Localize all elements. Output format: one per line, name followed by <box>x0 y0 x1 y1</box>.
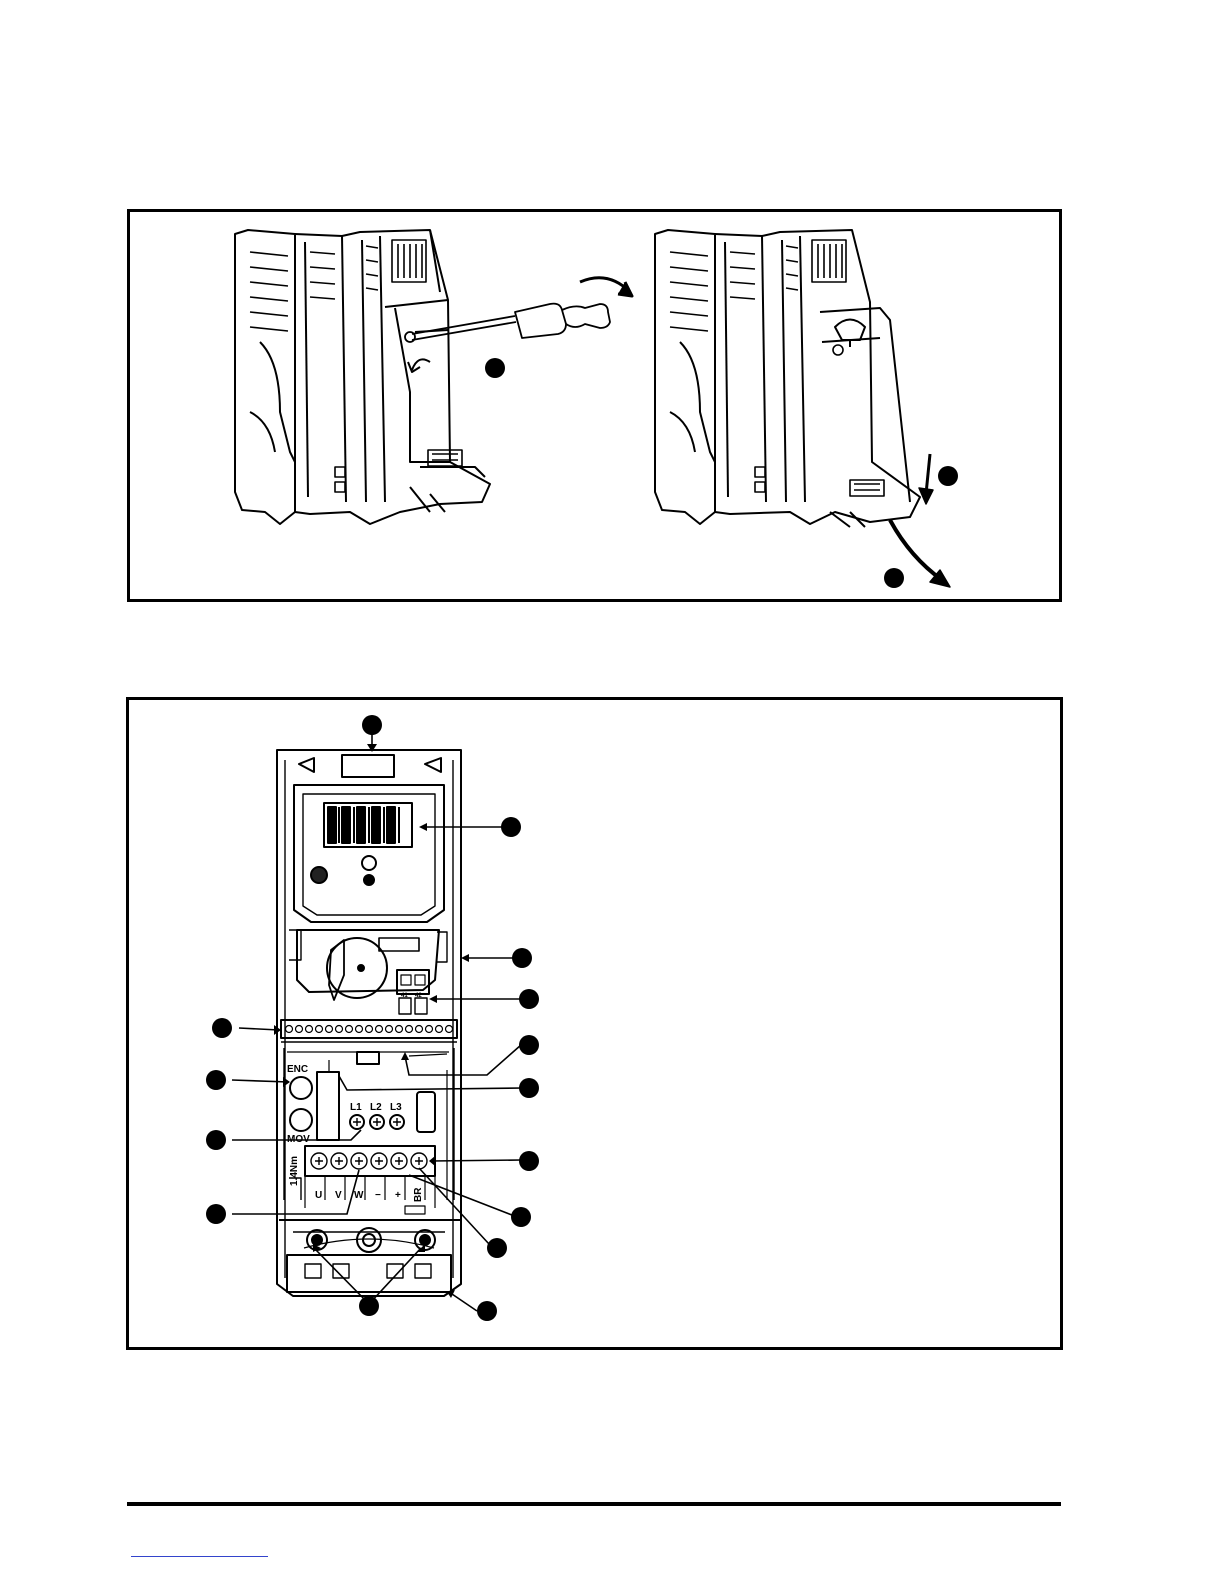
callout-6 <box>519 1078 539 1098</box>
callout-14 <box>206 1070 226 1090</box>
drive-left <box>235 230 490 524</box>
screwdriver <box>405 304 610 342</box>
side-slot <box>417 1092 435 1132</box>
label-br: BR <box>413 1187 424 1202</box>
down-arrow-icon <box>926 454 930 494</box>
label-relay-42: 42 <box>415 993 422 999</box>
callout-step-3 <box>884 568 904 588</box>
label-ground-torque: 1.4Nm <box>289 1156 300 1186</box>
keypad-housing <box>294 785 444 922</box>
control-terminals <box>286 1026 453 1033</box>
callout-step-2 <box>938 466 958 486</box>
callout-1 <box>362 715 382 735</box>
drive-right-vents <box>670 240 884 496</box>
callout-4 <box>519 989 539 1009</box>
footer-rule <box>127 1502 1061 1506</box>
callout-markers <box>206 715 539 1321</box>
figure-cover-removal <box>127 209 1062 602</box>
label-u: U <box>315 1190 322 1201</box>
bottom-cover <box>287 1255 451 1292</box>
callout-15 <box>212 1018 232 1038</box>
callout-11 <box>359 1296 379 1316</box>
label-l1: L1 <box>350 1102 362 1113</box>
callout-10 <box>477 1301 497 1321</box>
label-l3: L3 <box>390 1102 402 1113</box>
callout-2 <box>501 817 521 837</box>
status-led <box>311 867 327 883</box>
cover-removal-illustration <box>130 212 1065 605</box>
label-minus: − <box>375 1190 381 1201</box>
label-enc: ENC <box>287 1064 308 1075</box>
keypad-button-top <box>362 856 376 870</box>
drive-left-vents <box>250 240 462 492</box>
label-plus: + <box>395 1190 401 1201</box>
callout-12 <box>206 1204 226 1224</box>
callout-5 <box>519 1035 539 1055</box>
callout-9 <box>487 1238 507 1258</box>
label-v: V <box>335 1190 342 1201</box>
top-clip <box>342 755 394 777</box>
label-w: W <box>354 1190 364 1201</box>
control-terminal-strip <box>281 1020 457 1038</box>
dip-switch <box>357 1052 379 1064</box>
label-l2: L2 <box>370 1102 382 1113</box>
keypad-button-bottom <box>364 875 374 885</box>
callout-step-1 <box>485 358 505 378</box>
enc-jumper <box>290 1077 312 1099</box>
jumper-block <box>317 1072 339 1140</box>
callout-3 <box>512 948 532 968</box>
figure-drive-front-features: ENC MOV 1.4Nm L1 L2 L3 U V W − + BR 41 4… <box>126 697 1063 1350</box>
footer-link[interactable] <box>131 1556 268 1557</box>
callout-8 <box>511 1207 531 1227</box>
mov-jumper <box>290 1109 312 1131</box>
drive-front-illustration: ENC MOV 1.4Nm L1 L2 L3 U V W − + BR 41 4… <box>129 700 1066 1353</box>
callout-7 <box>519 1151 539 1171</box>
small-rotate-arrow-icon <box>412 359 430 370</box>
label-relay-41: 41 <box>401 993 408 999</box>
callout-13 <box>206 1130 226 1150</box>
